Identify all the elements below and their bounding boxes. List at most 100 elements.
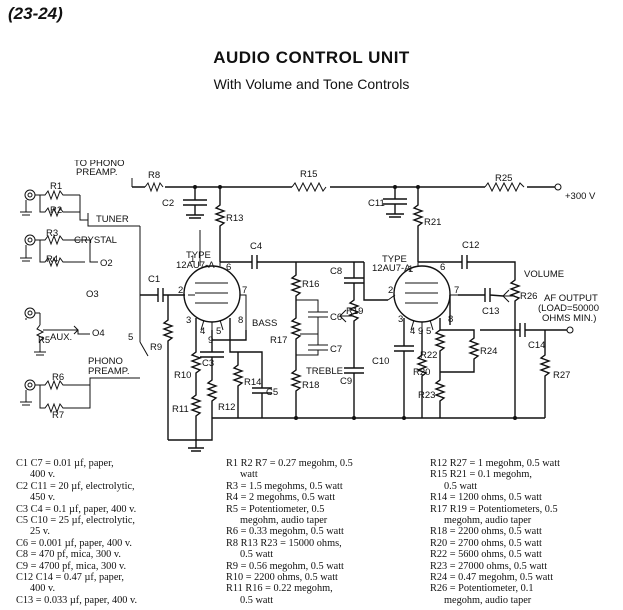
- pin-5-tube1: 5: [216, 326, 221, 337]
- parts-list-line: 25 v.: [30, 526, 50, 538]
- parts-list-line: 0.5 watt: [444, 480, 478, 492]
- label-r3: R3: [46, 228, 58, 239]
- pin-6-tube1: 6: [226, 262, 231, 273]
- parts-list-line: R11 R16 = 0.22 megohm,: [226, 583, 333, 595]
- parts-list-line: C12 C14 = 0.47 µf, paper,: [16, 572, 124, 584]
- label-r25: R25: [495, 173, 512, 184]
- label-bass: BASS: [252, 318, 277, 329]
- label-c2: C2: [162, 198, 174, 209]
- label-r12: R12: [218, 402, 235, 413]
- label-terminal-3: O3: [86, 289, 99, 300]
- label-r20: R20: [413, 367, 430, 378]
- label-r10: R10: [174, 370, 191, 381]
- parts-list-line: C6 = 0.001 µf, paper, 400 v.: [16, 537, 132, 549]
- input-section: R1 R2 TUNER R3 CRYSTAL R4 O2 O3 R5 AUX. …: [20, 181, 158, 421]
- pin-3-tube2: 3: [398, 314, 403, 325]
- label-r4: R4: [46, 254, 58, 265]
- parts-list-line: watt: [240, 469, 258, 481]
- parts-list-line: megohm, audio taper: [240, 515, 328, 527]
- parts-list-line: R1 R2 R7 = 0.27 megohm, 0.5: [226, 458, 353, 469]
- pin-4-tube2: 4: [410, 326, 415, 337]
- pin-1-tube2: 1: [408, 264, 413, 275]
- pin-1-tube1: 1: [190, 254, 195, 265]
- label-preamp-top: PREAMP.: [76, 167, 118, 178]
- page-id: (23-24): [8, 4, 63, 23]
- parts-list-line: R4 = 2 megohms, 0.5 watt: [226, 492, 336, 504]
- parts-list-line: R14 = 1200 ohms, 0.5 watt: [430, 492, 542, 504]
- label-to-phono: TO PHONO: [74, 160, 125, 169]
- tube-2: TYPE 12AU7-A 1 6 2 7 3 4 9 5 8: [372, 254, 459, 337]
- b-plus-rail: [132, 181, 562, 193]
- label-r21: R21: [424, 217, 441, 228]
- label-c4: C4: [250, 241, 262, 252]
- pin-7-tube1: 7: [242, 285, 247, 296]
- label-c13: C13: [482, 306, 499, 317]
- parts-list-column-1: C1 C7 = 0.01 µf, paper,400 v.C2 C11 = 20…: [16, 458, 137, 606]
- label-tube-2: 12AU7-A: [372, 263, 411, 274]
- label-r9: R9: [150, 342, 162, 353]
- label-terminal-4: O4: [92, 328, 105, 339]
- label-af-output: AF OUTPUT: [544, 293, 598, 304]
- parts-list-line: C3 C4 = 0.1 µf, paper, 400 v.: [16, 503, 137, 515]
- label-c5: C5: [266, 387, 278, 398]
- label-r8: R8: [148, 170, 160, 181]
- label-tube-1: 12AU7-A: [176, 260, 215, 271]
- label-plus-300v: +300 V: [565, 191, 596, 202]
- label-r14: R14: [244, 377, 261, 388]
- label-load: (LOAD=50000: [538, 303, 599, 314]
- label-terminal-5: 5: [128, 332, 133, 343]
- pin-2-tube1: 2: [178, 285, 183, 296]
- label-type-2: TYPE: [382, 254, 407, 265]
- schematic: B+ TO PHONO PREAMP. R8 R15 R25 +300 V C2…: [20, 160, 599, 452]
- label-r18: R18: [302, 380, 319, 391]
- parts-list-line: R24 = 0.47 megohm, 0.5 watt: [430, 572, 554, 584]
- parts-list-line: R6 = 0.33 megohm, 0.5 watt: [226, 526, 344, 538]
- parts-list-line: R17 R19 = Potentiometers, 0.5: [430, 503, 558, 515]
- pin-9-tube2: 9: [418, 326, 423, 337]
- label-r1: R1: [50, 181, 62, 192]
- pin-7-tube2: 7: [454, 285, 459, 296]
- parts-list-line: megohm, audio taper: [444, 594, 532, 606]
- label-c14: C14: [528, 340, 545, 351]
- parts-list-line: R23 = 27000 ohms, 0.5 watt: [430, 560, 548, 572]
- label-treble: TREBLE: [306, 366, 343, 377]
- label-r22: R22: [420, 350, 437, 361]
- pin-3-tube1: 3: [186, 315, 191, 326]
- label-tuner: TUNER: [96, 214, 129, 225]
- parts-list-line: R8 R13 R23 = 15000 ohms,: [226, 537, 342, 549]
- parts-list-line: 0.5 watt: [240, 549, 274, 561]
- parts-list-line: R3 = 1.5 megohms, 0.5 watt: [226, 480, 343, 492]
- label-r15: R15: [300, 169, 317, 180]
- pin-9-tube1: 9: [208, 335, 213, 346]
- label-r7: R7: [52, 410, 64, 421]
- label-volume: VOLUME: [524, 269, 564, 280]
- label-c10: C10: [372, 356, 389, 367]
- parts-list-line: R12 R27 = 1 megohm, 0.5 watt: [430, 458, 560, 469]
- label-ohms-min: OHMS MIN.): [542, 313, 596, 324]
- label-aux: AUX.: [50, 332, 72, 343]
- label-r5: R5: [38, 335, 50, 346]
- label-terminal-2: O2: [100, 258, 113, 269]
- parts-list-line: R26 = Potentiometer, 0.1: [430, 583, 534, 595]
- label-r2: R2: [50, 205, 62, 216]
- parts-list-line: C8 = 470 pf, mica, 300 v.: [16, 549, 121, 561]
- label-c3: C3: [202, 358, 214, 369]
- parts-list-line: C2 C11 = 20 µf, electrolytic,: [16, 480, 135, 492]
- label-phono: PHONO: [88, 356, 123, 367]
- label-r16: R16: [302, 279, 319, 290]
- pin-5-tube2: 5: [426, 326, 431, 337]
- parts-list-line: R22 = 5600 ohms, 0.5 watt: [430, 549, 542, 561]
- label-r17: R17: [270, 335, 287, 346]
- parts-list-line: C1 C7 = 0.01 µf, paper,: [16, 458, 114, 469]
- label-c8: C8: [330, 266, 342, 277]
- parts-list-line: R15 R21 = 0.1 megohm,: [430, 469, 532, 481]
- label-r13: R13: [226, 213, 243, 224]
- label-c11: C11: [368, 198, 385, 209]
- label-c6: C6: [330, 312, 342, 323]
- label-c7: C7: [330, 344, 342, 355]
- parts-list-line: R20 = 2700 ohms, 0.5 watt: [430, 537, 542, 549]
- parts-list-line: C13 = 0.033 µf, paper, 400 v.: [16, 594, 138, 606]
- parts-list-line: R18 = 2200 ohms, 0.5 watt: [430, 526, 542, 538]
